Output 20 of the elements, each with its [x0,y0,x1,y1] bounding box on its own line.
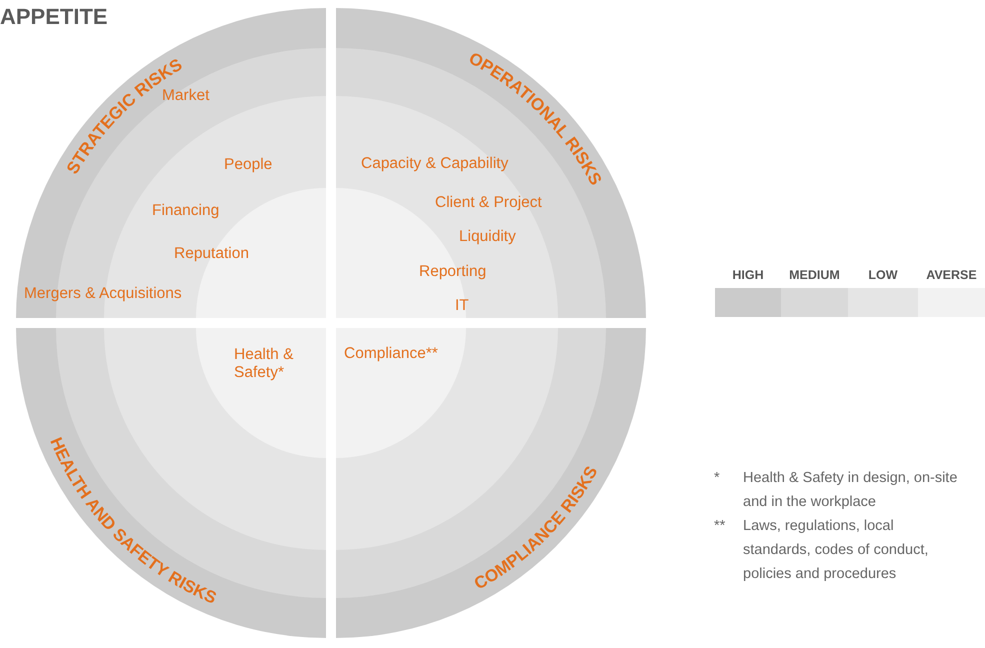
risk-item: Reporting [419,263,486,281]
risk-item: Capacity & Capability [361,155,508,173]
risk-item: Health & Safety* [234,346,294,382]
title: APPETITE [0,3,108,31]
footnote-marker: * [714,469,721,488]
risk-item: People [224,156,272,174]
risk-item: Financing [152,202,220,220]
legend-label: MEDIUM [789,267,840,284]
legend-label: LOW [868,267,898,284]
legend-label: AVERSE [926,267,977,284]
risk-item: Mergers & Acquisitions [24,285,182,303]
footnote-marker: ** [714,517,726,536]
risk-item: IT [455,297,469,315]
risk-item: Client & Project [435,194,542,212]
risk-item: Compliance** [344,345,438,363]
risk-item: Liquidity [459,228,516,246]
footnote-text: Laws, regulations, local standards, codes of conduct, policies and procedures [743,517,930,584]
footnote-text: Health & Safety in design, on-site and in the workplace [743,469,958,512]
legend-label: HIGH [732,267,764,284]
risk-item: Reputation [174,245,249,263]
